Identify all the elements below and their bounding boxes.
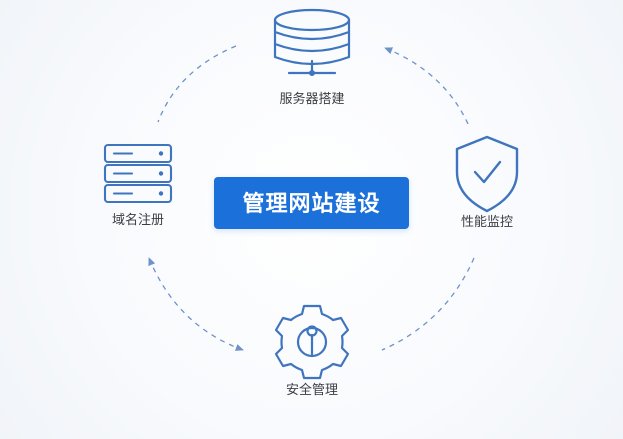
node-label-performance-monitoring: 性能监控	[461, 215, 513, 230]
shield-check-icon	[455, 135, 519, 213]
security-gear-icon	[274, 304, 350, 380]
server-icon	[273, 8, 351, 76]
node-label-domain-registration: 域名注册	[112, 212, 164, 228]
center-title: 管理网站建设	[242, 191, 380, 217]
node-label-security-management: 安全管理	[286, 382, 338, 398]
node-label-server-setup: 服务器搭建	[279, 91, 344, 107]
connector-top-right	[384, 47, 469, 125]
connector-bottom-left	[148, 257, 244, 351]
center-title-box	[214, 177, 409, 229]
connector-right-bottom	[381, 257, 475, 351]
connector-top-left	[157, 45, 237, 123]
server-rack-icon	[103, 143, 173, 204]
